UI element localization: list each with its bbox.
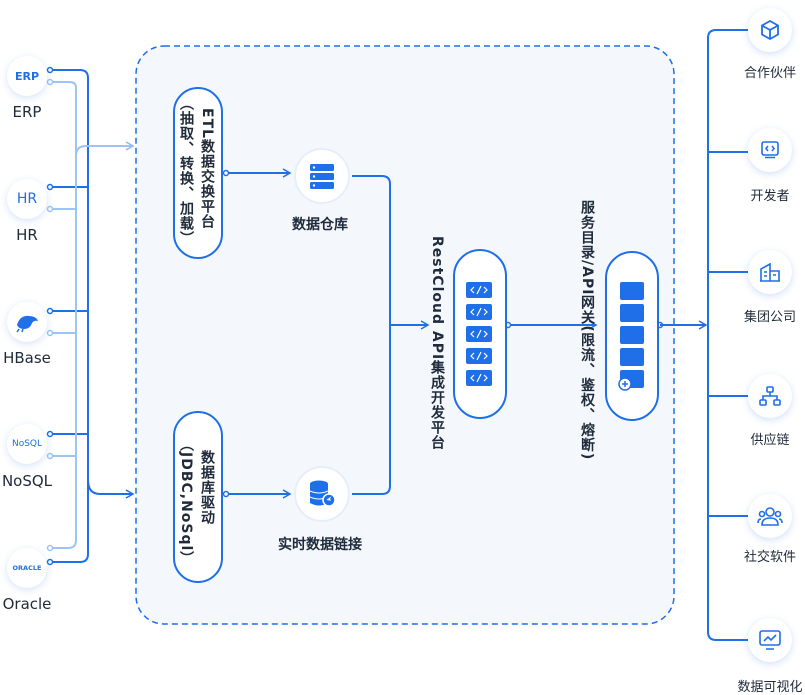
destination-label-visualization: 数据可视化 (737, 680, 803, 695)
developer-code-icon (748, 128, 792, 172)
monitor-chart-icon (748, 618, 792, 662)
hr-logo-icon: HR (7, 179, 47, 219)
destination-connectors (660, 29, 748, 641)
db-driver-box (173, 411, 223, 583)
driver-subtitle: （JDBC,NoSql） (178, 437, 194, 567)
service-catalog-icon (618, 282, 644, 391)
api-code-icon (466, 282, 492, 386)
etl-title: ETL数据交换平台 (199, 108, 215, 230)
supply-chain-icon (748, 374, 792, 418)
etl-platform-box (173, 87, 223, 259)
users-icon (748, 494, 792, 538)
etl-subtitle: （抽取、转换、加载） (178, 96, 194, 246)
source-label-nosql: NoSQL (1, 472, 53, 490)
destination-label-supply-chain: 供应链 (750, 433, 790, 448)
database-icon (309, 480, 336, 507)
panel-connectors (226, 168, 598, 499)
building-icon (748, 250, 792, 294)
source-label-hr: HR (16, 226, 38, 244)
oracle-logo-icon: ORACLE (7, 548, 47, 588)
destination-label-social: 社交软件 (743, 550, 796, 565)
source-label-oracle: Oracle (2, 595, 52, 613)
source-dots (46, 66, 54, 566)
source-connectors (50, 69, 135, 563)
cube-icon (748, 8, 792, 52)
source-label-hbase: HBase (3, 349, 51, 367)
realtime-label: 实时数据链接 (278, 537, 362, 553)
integration-panel (135, 45, 675, 625)
source-label-erp: ERP (12, 103, 42, 121)
hbase-logo-icon (7, 302, 47, 342)
driver-title: 数据库驱动 (199, 450, 215, 525)
gateway-label: 服务目录/API网关(限流、鉴权、熔断) (579, 200, 595, 461)
destination-label-partners: 合作伙伴 (743, 66, 796, 81)
warehouse-label: 数据仓库 (292, 217, 348, 233)
server-icon (310, 164, 334, 189)
erp-logo-icon: ERP (7, 56, 47, 96)
nosql-logo-icon: NoSQL (7, 424, 47, 464)
destination-label-developers: 开发者 (750, 189, 790, 204)
restcloud-label: RestCloud API集成开发平台 (429, 236, 445, 451)
destination-label-group: 集团公司 (743, 310, 796, 325)
